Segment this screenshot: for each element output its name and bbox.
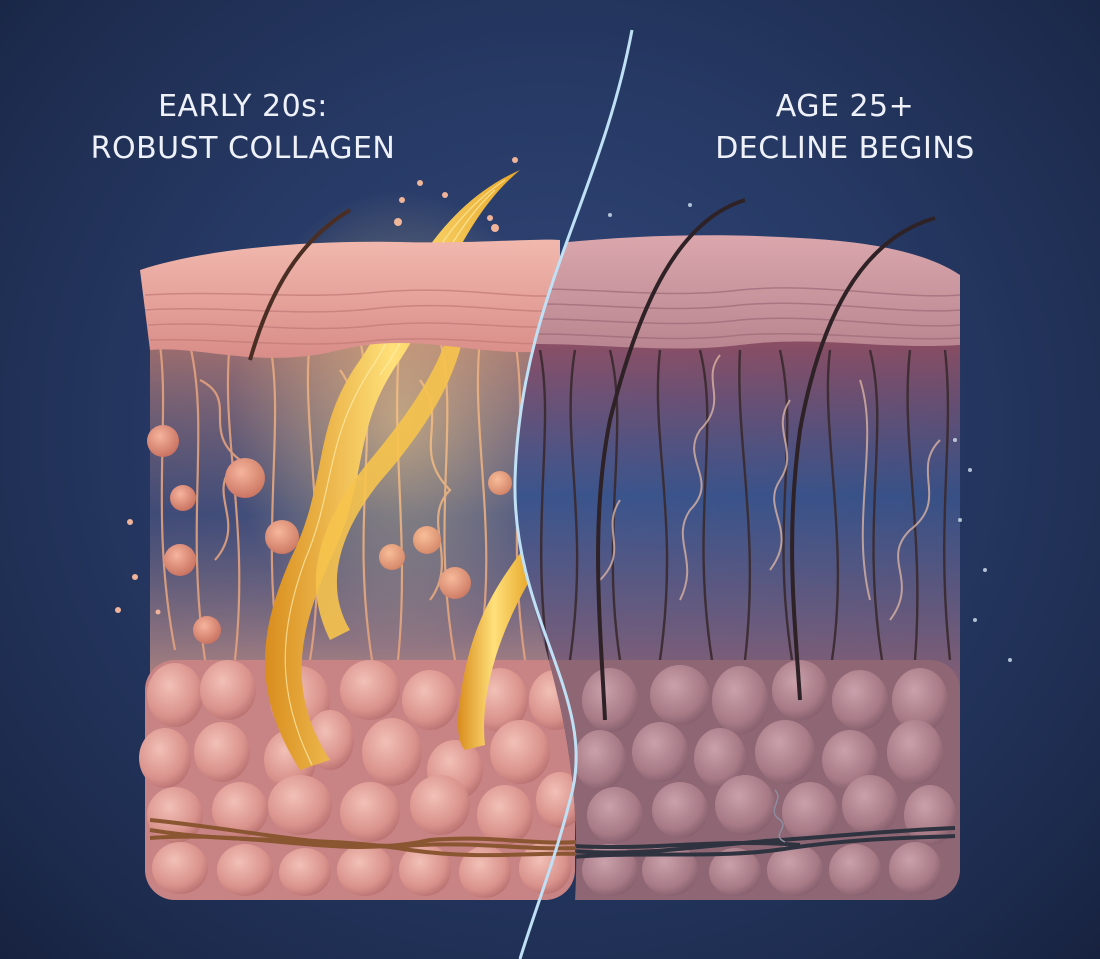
hair-strand-right-2 [790, 216, 936, 701]
label-age-25-line1: AGE 25+ [775, 89, 915, 124]
label-age-25-plus: AGE 25+ DECLINE BEGINS [700, 86, 990, 170]
right-panel-aging-skin [514, 198, 1012, 900]
right-cell-layer [520, 660, 960, 900]
left-epidermis [140, 239, 561, 358]
label-early-20s-line1: EARLY 20s: [158, 89, 328, 124]
label-early-20s-line2: ROBUST COLLAGEN [90, 131, 396, 166]
comparison-divider-line [513, 29, 634, 959]
label-age-25-line2: DECLINE BEGINS [715, 131, 975, 166]
left-cell-layer [139, 660, 584, 900]
right-epidermis [514, 235, 961, 349]
label-early-20s: EARLY 20s: ROBUST COLLAGEN [78, 86, 408, 170]
hair-strand-left [248, 208, 352, 361]
hair-strand-right-1 [596, 198, 746, 721]
